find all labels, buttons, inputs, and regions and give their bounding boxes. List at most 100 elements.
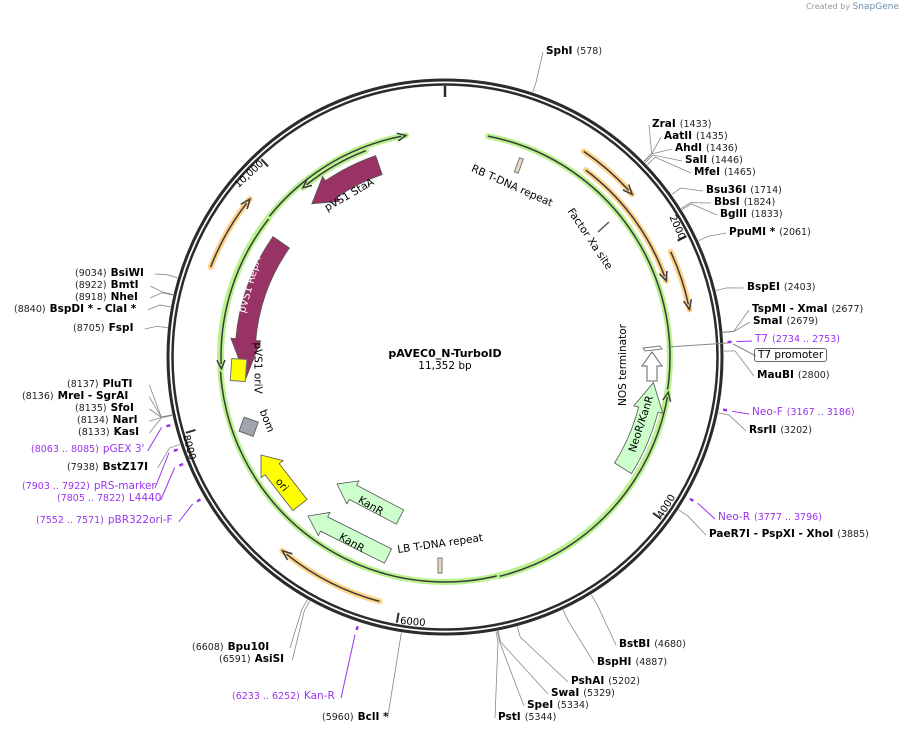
enzyme-leader [678,509,707,536]
orf-arc[interactable] [299,147,369,191]
primer-range: (7805 .. 7822) [57,493,125,504]
t7-promoter-feature[interactable] [642,345,663,352]
enzyme-leader [497,630,549,695]
enzyme-label-23[interactable]: (6591)AsiSI [215,653,284,666]
orf-arc[interactable] [216,216,272,372]
position-value: 2677 [835,304,860,315]
enzyme-label-12[interactable]: SmaI(2679) [753,315,822,328]
enzyme-leader [494,631,499,719]
enzyme-label-1[interactable]: ZraI(1433) [652,118,715,131]
t7-promoter-label[interactable]: T7 promoter [754,348,828,362]
enzyme-label-19[interactable]: SwaI(5329) [551,687,619,700]
enzyme-label-30[interactable]: (8137)PluTI [63,378,132,391]
primer-range: (3167 .. 3186) [786,407,855,418]
enzyme-label-22[interactable]: (5960)BclI * [318,711,389,724]
enzyme-leader [671,187,704,195]
enzyme-leader [150,292,174,299]
enzyme-label-9[interactable]: PpuMI *(2061) [729,226,815,239]
pvs1-repa-feature[interactable] [230,235,290,380]
enzyme-label-31[interactable]: (8705)FspI [69,322,133,335]
primer-mark[interactable] [689,497,695,502]
enzyme-label-35[interactable]: (9034)BsiWI [71,267,144,280]
enzyme-name: BglII [720,208,747,220]
snapgene-logo: SnapGene [852,2,899,12]
enzyme-label-8[interactable]: BglII(1833) [720,208,787,221]
orf-arc[interactable] [582,167,670,284]
primer-label-3[interactable]: (6233 .. 6252)Kan-R [228,690,335,703]
enzyme-label-25[interactable]: (7938)BstZ17I [63,461,148,474]
enzyme-leader [723,350,755,377]
rb-repeat-feature[interactable] [513,157,524,174]
primer-label-4[interactable]: (7552 .. 7571)pBR322ori-F [32,514,173,527]
enzyme-label-0[interactable]: SphI(578) [546,45,606,58]
enzyme-label-4[interactable]: SalI(1446) [685,154,747,167]
primer-label-7[interactable]: (8063 .. 8085)pGEX 3' [27,443,144,456]
enzyme-label-17[interactable]: BspHI(4887) [597,656,671,669]
enzyme-position: (5329) [583,688,615,699]
nos-terminator-feature[interactable] [641,351,663,382]
enzyme-position: (8137) [67,379,99,390]
primer-mark[interactable] [178,462,184,467]
orf-arc[interactable] [580,148,636,198]
orf-arc[interactable] [279,547,383,605]
primer-label-0[interactable]: T7(2734 .. 2753) [755,333,844,346]
enzyme-position: (8705) [73,323,105,334]
enzyme-name: MfeI [694,166,721,178]
primer-mark[interactable] [166,424,171,428]
enzyme-leader [680,202,712,209]
primer-mark[interactable] [355,625,359,631]
position-value: 2734 .. 2753 [775,334,837,345]
enzyme-label-10[interactable]: BspEI(2403) [747,281,819,294]
primer-label-1[interactable]: Neo-F(3167 .. 3186) [752,406,859,419]
enzyme-leader [144,325,168,330]
enzyme-label-3[interactable]: AhdI(1436) [675,142,742,155]
orf-arc[interactable] [667,248,693,313]
primer-label-6[interactable]: (7903 .. 7922)pRS-marker [18,480,156,493]
enzyme-label-21[interactable]: PstI(5344) [498,711,560,724]
enzyme-label-26[interactable]: (8133)KasI [74,426,139,439]
primer-mark[interactable] [173,448,178,453]
tick-mark [652,512,662,520]
factor-xa-feature[interactable] [597,221,610,233]
primer-mark[interactable] [196,498,202,503]
enzyme-label-29[interactable]: (8136)MreI - SgrAI [18,390,128,403]
bom-feature[interactable] [238,416,259,437]
enzyme-label-6[interactable]: Bsu36I(1714) [706,184,786,197]
primer-label-5[interactable]: (7805 .. 7822)L4440 [53,492,161,505]
ori-feature[interactable] [260,454,308,512]
pvs1-oriv-feature[interactable] [229,358,248,383]
enzyme-position: (4887) [635,657,668,668]
enzyme-label-15[interactable]: PaeR7I - PspXI - XhoI(3885) [709,528,873,541]
position-value: 8918 [78,292,103,303]
enzyme-label-24[interactable]: (6608)Bpu10I [188,641,269,654]
enzyme-label-33[interactable]: (8918)NheI [71,291,138,304]
kanr-feature-2[interactable] [307,511,393,564]
enzyme-label-13[interactable]: MauBI(2800) [757,369,834,382]
lb-repeat-feature[interactable] [437,557,443,574]
orf-arc[interactable] [496,389,672,580]
enzyme-name: BstZ17I [102,461,149,473]
enzyme-label-14[interactable]: RsrII(3202) [749,424,816,437]
pvs1-staa-feature[interactable] [311,155,383,205]
enzyme-label-18[interactable]: PshAI(5202) [571,675,644,688]
position-value: 8134 [80,415,105,426]
enzyme-label-16[interactable]: BstBI(4680) [619,638,690,651]
enzyme-label-32[interactable]: (8840)BspDI * - ClaI * [10,303,136,316]
enzyme-label-28[interactable]: (8135)SfoI [71,402,134,415]
neor-kanr-feature[interactable] [614,381,664,475]
enzyme-label-2[interactable]: AatII(1435) [664,130,732,143]
primer-mark[interactable] [722,408,728,412]
enzyme-position: (1824) [743,197,776,208]
position-value: 1465 [727,167,752,178]
kanr-feature-1[interactable] [336,480,405,525]
enzyme-label-34[interactable]: (8922)BmtI [71,279,139,292]
feature-label-pvs1-oriv[interactable]: pVS1 oriV [251,342,264,394]
primer-label-2[interactable]: Neo-R(3777 .. 3796) [718,511,826,524]
enzyme-label-27[interactable]: (8134)NarI [73,414,138,427]
orf-arc[interactable] [207,196,253,271]
enzyme-label-20[interactable]: SpeI(5334) [527,699,593,712]
enzyme-label-11[interactable]: TspMI - XmaI(2677) [752,303,867,316]
enzyme-label-5[interactable]: MfeI(1465) [694,166,760,179]
feature-label-nos-terminator[interactable]: NOS terminator [616,324,629,406]
enzyme-label-7[interactable]: BbsI(1824) [714,196,779,209]
